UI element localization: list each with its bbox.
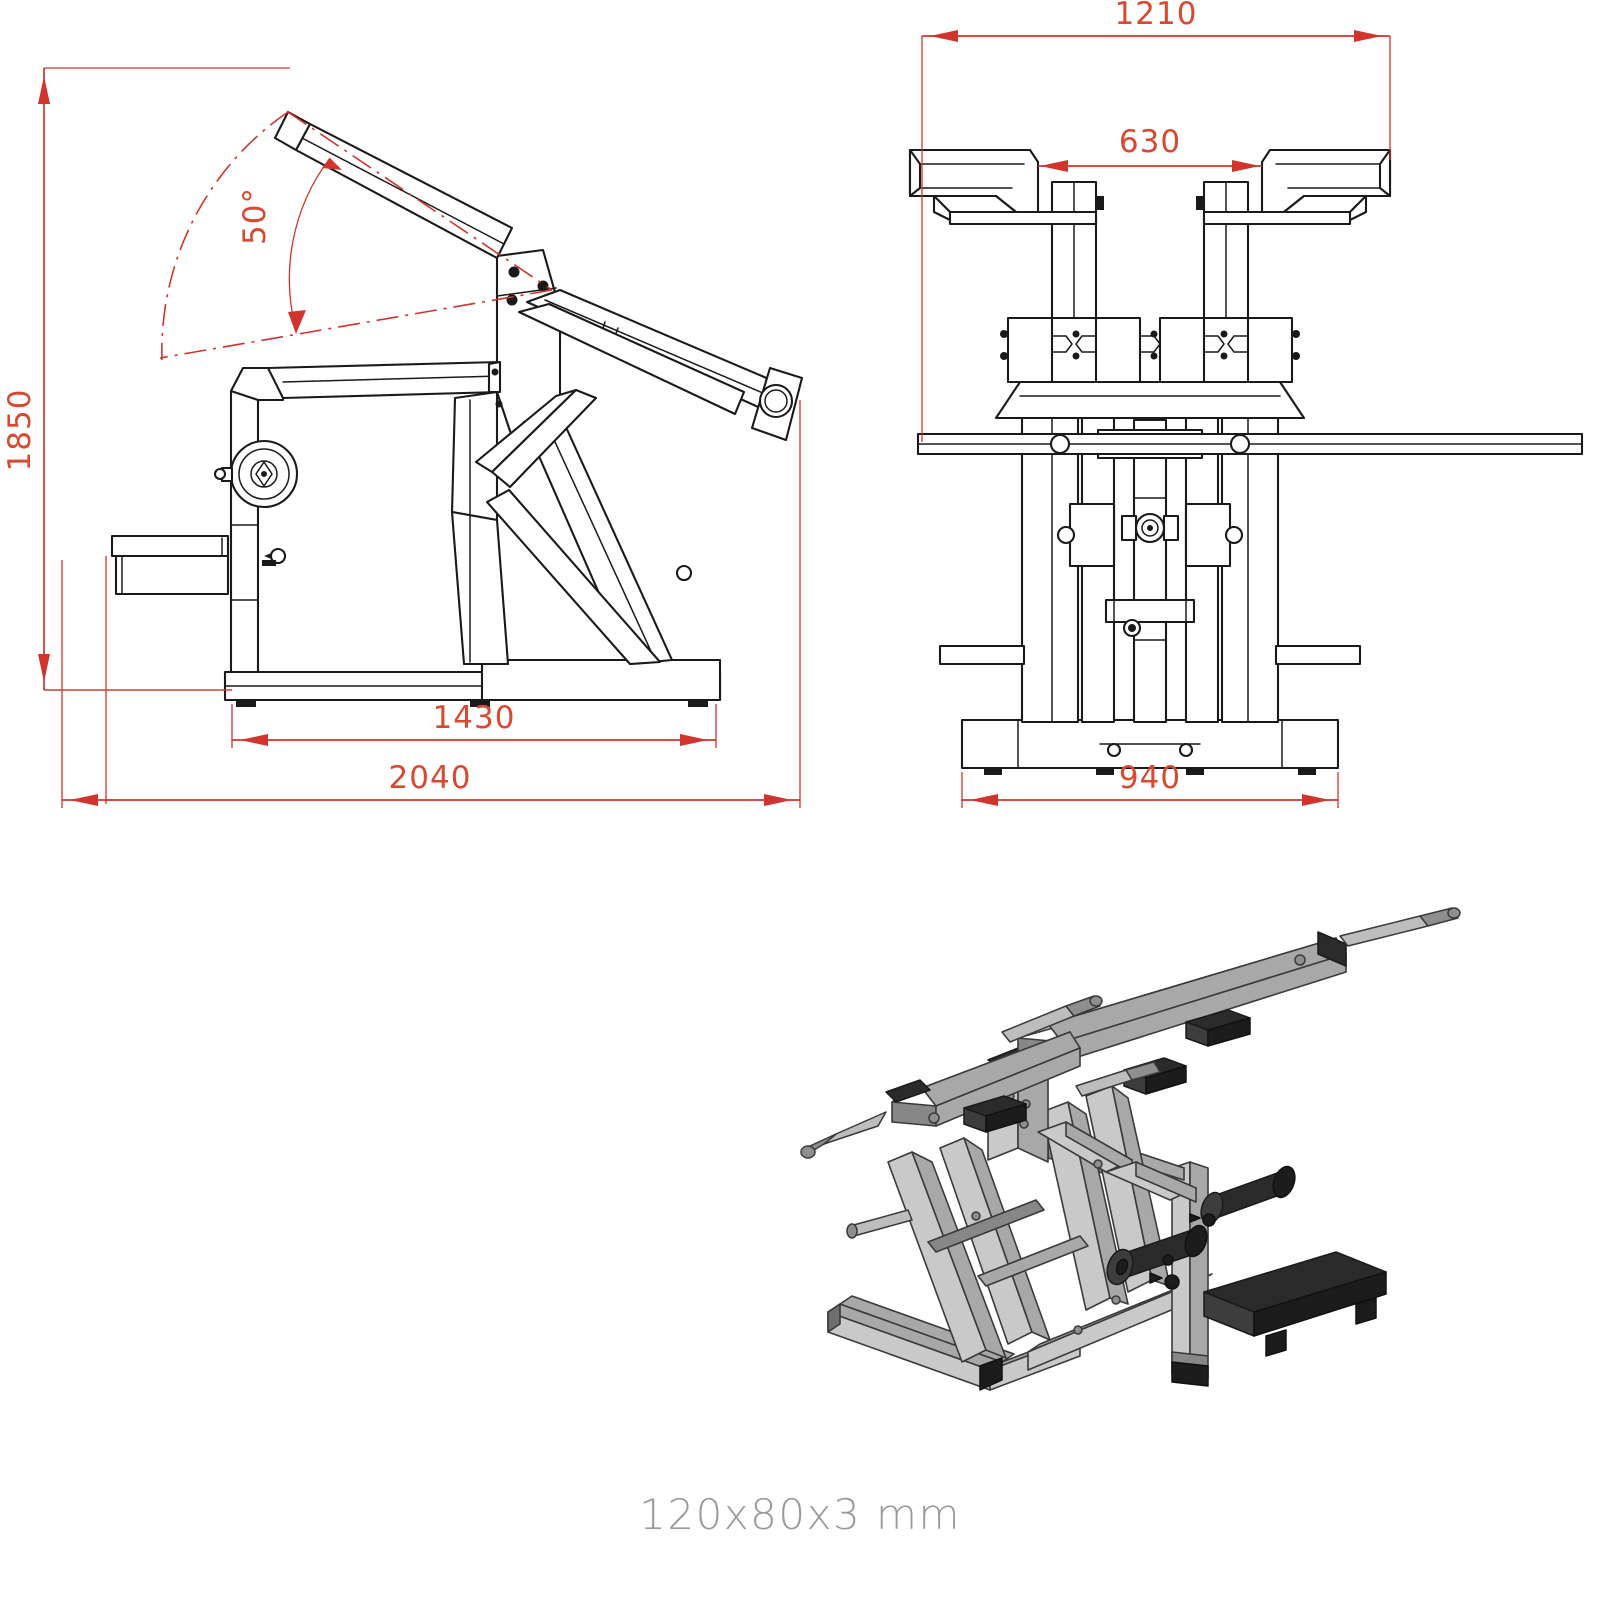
dimension-value-base-width: 940 — [1119, 760, 1181, 796]
thigh-roller-front — [1106, 1224, 1208, 1286]
front-elevation-view: 1210 630 940 — [900, 0, 1600, 860]
dimension-value-overall-length: 2040 — [389, 760, 472, 796]
dimension-value-angle: 50° — [237, 187, 273, 245]
side-elevation-view: 50° 1850 1430 — [0, 0, 860, 860]
dimension-value-base-length: 1430 — [433, 700, 516, 736]
tube-stock-caption: 120x80x3 mm — [639, 1490, 961, 1539]
dimension-overall-2040: 2040 — [61, 400, 801, 808]
dimension-value-height: 1850 — [2, 389, 38, 472]
seat-pad — [1203, 1251, 1387, 1357]
dimension-base-940: 940 — [961, 760, 1339, 808]
dimension-base-1430: 1430 — [231, 700, 717, 748]
side-machine-outline — [110, 110, 804, 707]
front-machine-outline — [908, 148, 1584, 775]
dimension-value-handle-spacing: 630 — [1119, 124, 1181, 160]
dimension-spacing-630: 630 — [1038, 124, 1262, 172]
iso-machine — [800, 907, 1461, 1391]
dimension-swing-angle: 50° — [159, 111, 553, 361]
dimension-value-overall-width: 1210 — [1115, 0, 1198, 32]
dimension-width-1210: 1210 — [921, 0, 1391, 442]
isometric-view — [780, 880, 1600, 1440]
